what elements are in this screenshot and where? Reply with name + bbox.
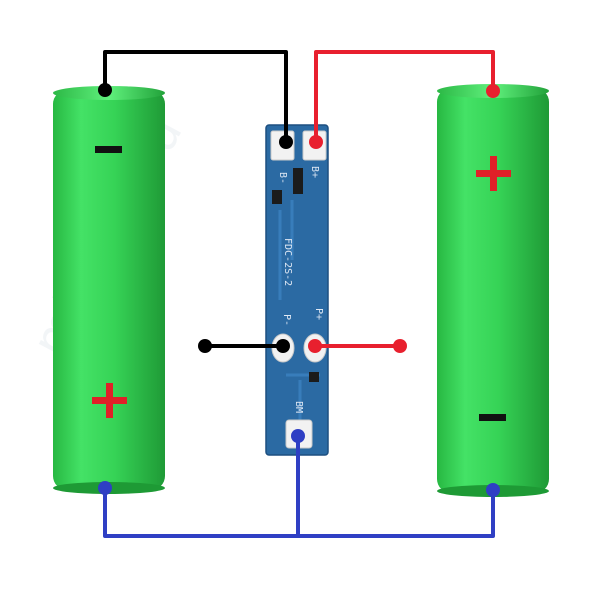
- wire-b-plus: [314, 50, 495, 144]
- dot-p-minus-end: [198, 339, 212, 353]
- label-b-minus: B-: [277, 172, 288, 184]
- bms-chip-3: [309, 372, 319, 382]
- dot-p-plus: [308, 339, 322, 353]
- battery-right-plus-sign: [476, 156, 511, 191]
- dot-b-plus: [309, 135, 323, 149]
- dot-bm: [291, 429, 305, 443]
- battery-left-minus-sign: [95, 146, 122, 153]
- label-p-minus: P-: [281, 314, 292, 326]
- dot-right-bottom: [486, 483, 500, 497]
- wire-bm: [103, 434, 495, 538]
- label-b-plus: B+: [309, 166, 320, 178]
- label-bm: BM: [293, 401, 304, 413]
- dot-b-minus: [279, 135, 293, 149]
- battery-left-body: [53, 90, 165, 490]
- dot-left-bottom: [98, 481, 112, 495]
- bms-board: B- B+ FDC-2S-2 P- P+ BM: [265, 124, 329, 456]
- label-p-plus: P+: [313, 308, 324, 320]
- dot-p-minus: [276, 339, 290, 353]
- battery-left-plus-sign: [92, 383, 127, 418]
- bms-chip-2: [272, 190, 282, 204]
- label-model: FDC-2S-2: [282, 238, 293, 286]
- dot-p-plus-end: [393, 339, 407, 353]
- dot-left-top: [98, 83, 112, 97]
- dot-right-top: [486, 84, 500, 98]
- battery-left: [53, 86, 165, 494]
- wire-b-minus: [103, 50, 288, 144]
- battery-right-body: [437, 88, 549, 493]
- battery-right: [437, 84, 549, 497]
- bms-chip-1: [293, 168, 303, 194]
- battery-right-minus-sign: [479, 414, 506, 421]
